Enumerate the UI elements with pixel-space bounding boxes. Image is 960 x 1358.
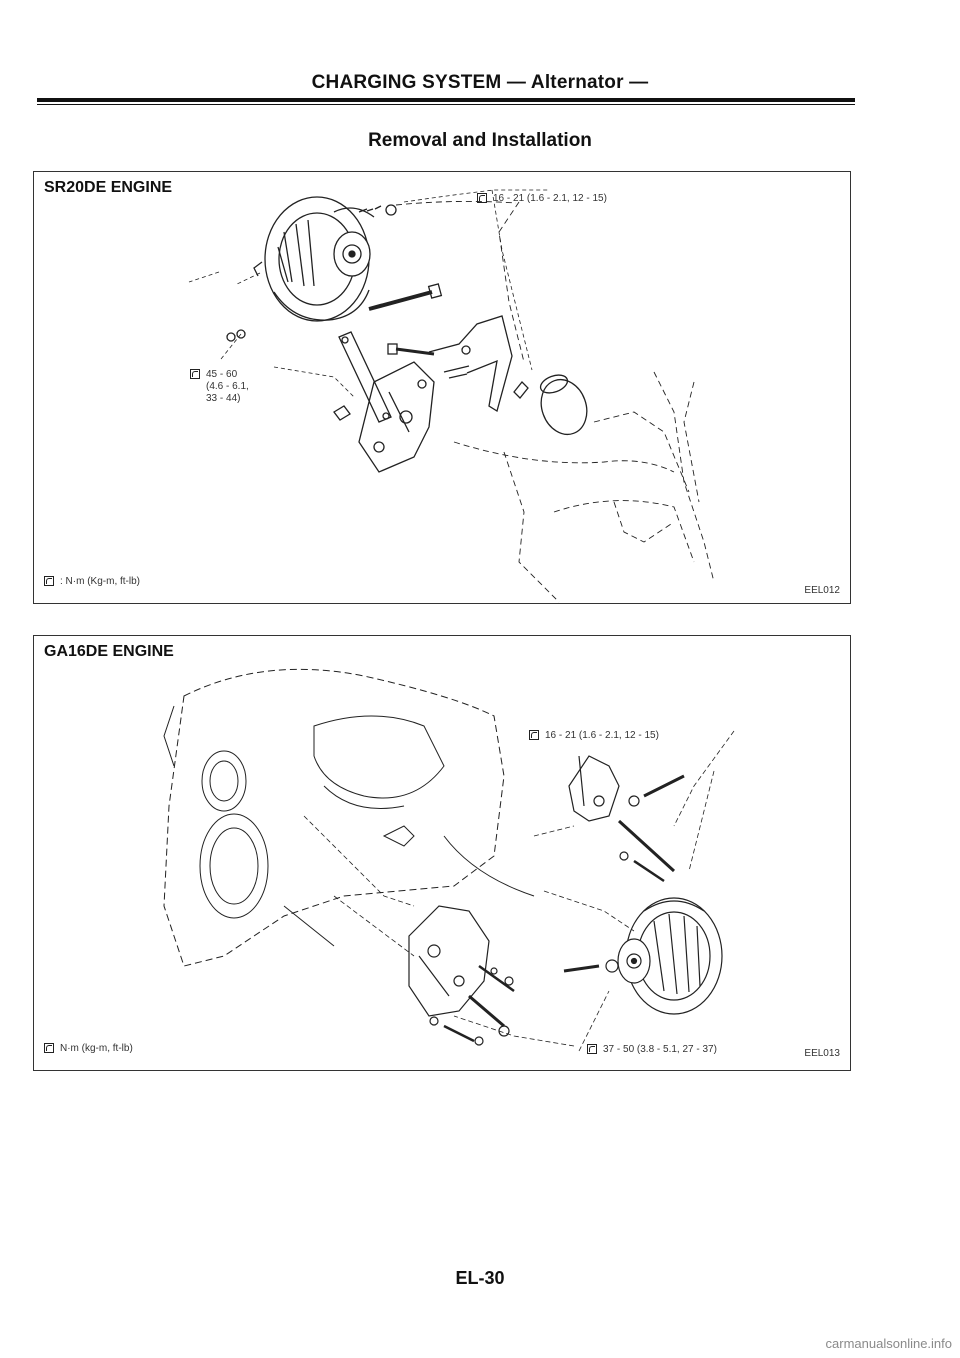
upper-bracket — [387, 315, 513, 413]
alternator-illustration — [617, 897, 723, 1015]
torque-unit-legend: : N·m (Kg-m, ft-lb) — [44, 576, 140, 587]
bolts — [429, 959, 619, 1046]
adjusting-bar — [338, 331, 392, 423]
header-rule-thin — [37, 104, 855, 105]
figure-code: EEL013 — [804, 1048, 840, 1059]
figure-code: EEL012 — [804, 585, 840, 596]
panel-title-ga16de: GA16DE ENGINE — [44, 643, 180, 661]
torque-spec-bottom: 37 - 50 (3.8 - 5.1, 27 - 37) — [587, 1044, 717, 1056]
torque-wrench-icon — [529, 730, 539, 741]
oil-filter — [539, 374, 588, 436]
torque-spec-left: 45 - 60 (4.6 - 6.1, 33 - 44) — [190, 369, 249, 405]
sr20de-exploded-diagram — [34, 172, 850, 603]
torque-unit-legend: N·m (kg-m, ft-lb) — [44, 1043, 133, 1054]
section-title: Removal and Installation — [368, 130, 592, 151]
watermark-text: carmanualsonline.info — [825, 1336, 952, 1351]
figure-panel-sr20de: SR20DE ENGINE 16 - 21 (1.6 - 2.1, 12 - 1… — [33, 171, 851, 604]
torque-spec-top: 16 - 21 (1.6 - 2.1, 12 - 15) — [477, 193, 607, 205]
torque-wrench-icon — [477, 193, 487, 204]
through-bolt — [368, 283, 443, 311]
torque-wrench-icon — [190, 369, 200, 380]
lower-bracket — [358, 361, 435, 473]
torque-wrench-icon — [587, 1044, 597, 1055]
lower-bracket — [408, 905, 498, 1017]
page-number: EL-30 — [455, 1268, 505, 1288]
upper-bracket — [568, 755, 685, 883]
engine-block-illustration — [163, 668, 535, 967]
engine-block-outline — [395, 200, 715, 603]
bolts — [226, 204, 529, 421]
torque-spec-top: 16 - 21 (1.6 - 2.1, 12 - 15) — [529, 730, 659, 742]
torque-wrench-icon — [44, 1043, 54, 1054]
ga16de-exploded-diagram — [34, 636, 850, 1070]
leader-lines — [188, 189, 549, 398]
alternator-illustration — [253, 196, 375, 322]
panel-title-sr20de: SR20DE ENGINE — [44, 179, 179, 197]
torque-wrench-icon — [44, 576, 54, 587]
page-header-title: CHARGING SYSTEM — Alternator — — [311, 72, 649, 93]
leader-lines — [303, 730, 735, 1052]
figure-panel-ga16de: GA16DE ENGINE 16 - 21 (1.6 - 2.1, 12 - 1… — [33, 635, 851, 1071]
header-rule — [37, 98, 855, 102]
